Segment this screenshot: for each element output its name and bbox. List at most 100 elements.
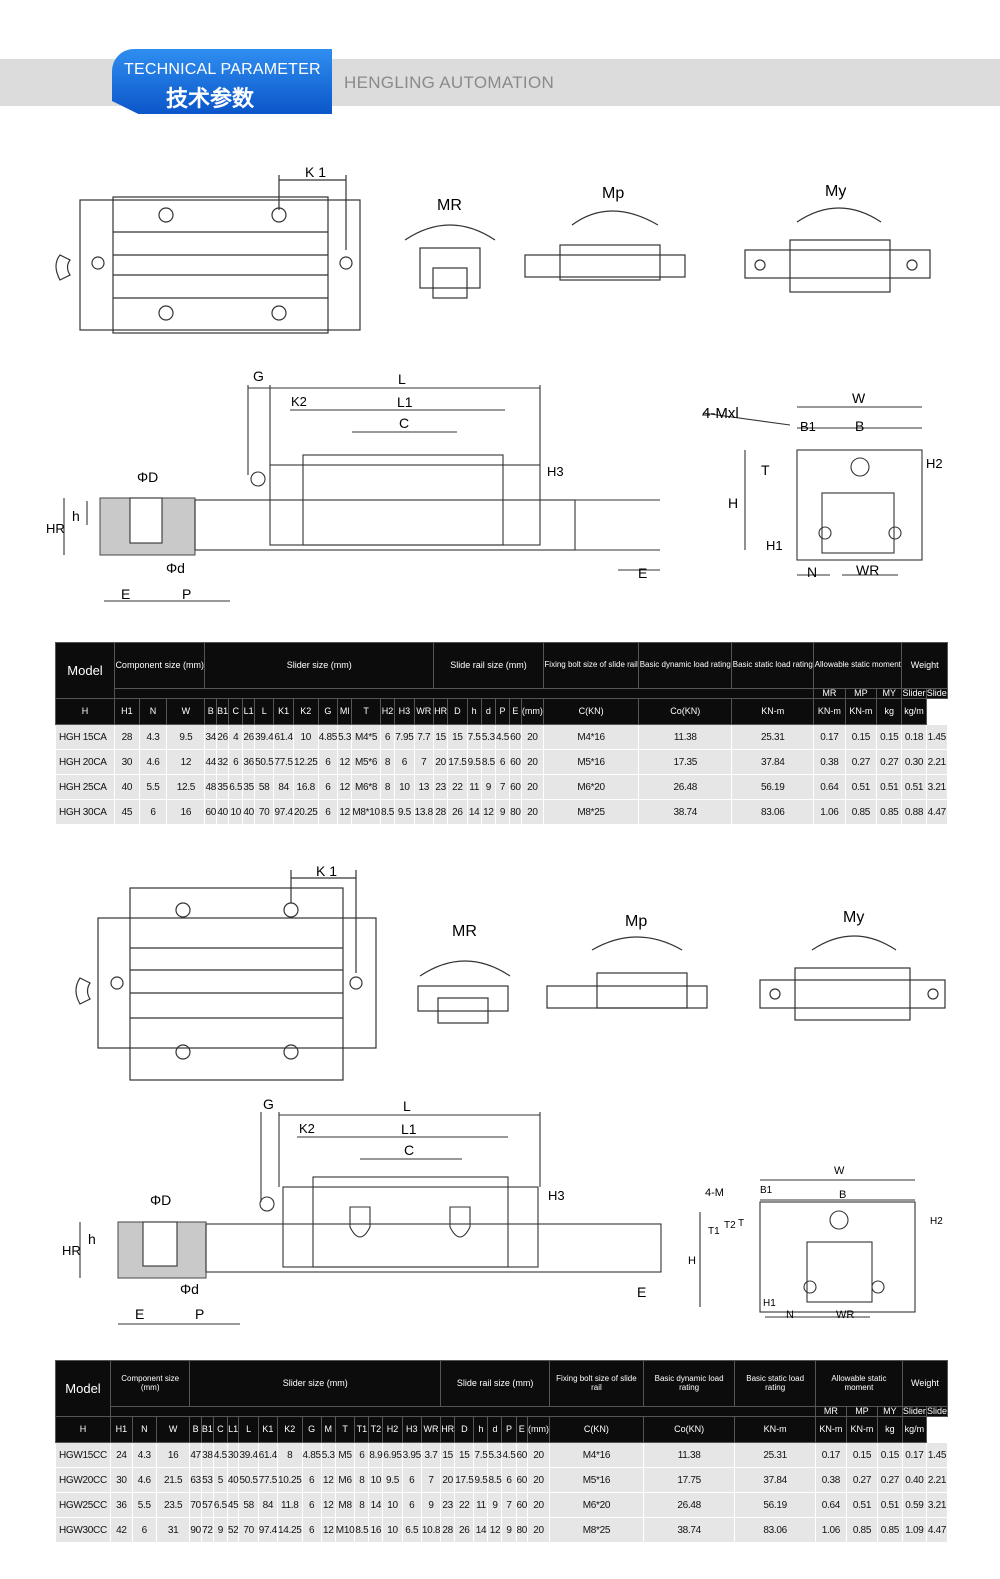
table-cell: 0.27 [844, 749, 878, 776]
table-cell: 1.06 [813, 799, 846, 826]
table-cell: 4.5 [501, 1442, 517, 1469]
table-cell: 12 [320, 1467, 336, 1494]
table1-col-header: H3 [394, 698, 415, 726]
table-cell: 7.5 [473, 1442, 489, 1469]
dim-c-2: C [404, 1142, 414, 1158]
table-cell: 28 [440, 1517, 456, 1544]
table-cell: 9.5 [394, 799, 415, 826]
table-cell: M8*25 [549, 1517, 644, 1544]
table-cell: 15 [447, 724, 468, 751]
dim-n-2: N [786, 1309, 794, 1321]
table-cell: M5*6 [351, 749, 381, 776]
table1-col-header: kg/m [901, 698, 927, 726]
table-cell: 5 [212, 1467, 228, 1494]
table2-col-header: M [320, 1416, 336, 1444]
table-cell: 13 [413, 774, 435, 801]
table1-sub-slider: Slider [901, 687, 927, 700]
table1-col-header: B [204, 698, 218, 726]
table1-group-dynamic: Basic dynamic load rating [638, 642, 733, 689]
dim-w: W [852, 390, 866, 406]
table-cell: 80 [509, 799, 522, 826]
table1-sub-mp: MP [844, 687, 878, 700]
table-cell: 6 [301, 1467, 322, 1494]
table2-col-header: C [212, 1416, 228, 1444]
table-cell: 0.18 [901, 724, 927, 751]
table-cell: M8 [334, 1492, 356, 1519]
table1-model-header: Model [55, 641, 115, 700]
dim-h2-2: H2 [930, 1216, 943, 1227]
dim-l1: L1 [397, 394, 413, 410]
table2-col-header: K1 [257, 1416, 278, 1444]
table1-group-static: Basic static load rating [731, 642, 815, 689]
table-cell: 40 [216, 799, 230, 826]
table-cell: 6 [379, 724, 396, 751]
table-cell: M6*8 [351, 774, 381, 801]
dim-g: G [253, 368, 264, 384]
dim-b1: B1 [800, 419, 816, 434]
table1-group-bolt: Fixing bolt size of slide rail [542, 642, 640, 689]
table-cell: 61.4 [273, 724, 294, 751]
table-cell: 26 [454, 1517, 475, 1544]
table-cell: 10 [382, 1492, 403, 1519]
table-cell: 30 [110, 1467, 133, 1494]
table-cell: 8.5 [487, 1467, 503, 1494]
table-cell: 3.21 [925, 1492, 949, 1519]
table-cell: 7.95 [394, 724, 415, 751]
table-cell: 15 [433, 724, 449, 751]
table-cell: 12 [337, 774, 353, 801]
table-cell: 12 [166, 749, 206, 776]
table1-col-header: L [253, 698, 275, 726]
table-cell: 5.3 [320, 1442, 336, 1469]
table-cell: 6.5 [228, 774, 244, 801]
dim-l1-2: L1 [401, 1121, 417, 1137]
table2-col-header: N [131, 1416, 157, 1444]
table-cell: 15 [454, 1442, 475, 1469]
table-cell: 26.48 [638, 774, 733, 801]
table-cell: 45 [226, 1492, 240, 1519]
table1-col-header: HR [433, 698, 449, 726]
table-cell: 40 [226, 1467, 240, 1494]
dim-e-rail-2: E [637, 1284, 646, 1300]
dim-l-2: L [403, 1098, 411, 1114]
dim-w-2: W [834, 1165, 845, 1177]
table-cell: 47 [189, 1442, 202, 1469]
table-cell: 5.5 [138, 774, 168, 801]
dim-h3: H3 [547, 464, 564, 479]
table2-col-header: L1 [226, 1416, 240, 1444]
table-cell: 20 [520, 749, 544, 776]
table-cell: 0.27 [876, 749, 903, 776]
dim-H: H [728, 495, 738, 511]
table-cell: M6 [334, 1467, 356, 1494]
table-cell: 7.7 [413, 724, 435, 751]
table1-col-header: kg [876, 698, 903, 726]
table1-col-header: B1 [216, 698, 230, 726]
dim-t-2: T [738, 1218, 744, 1229]
table-cell: 6 [401, 1492, 422, 1519]
dim-hr-2: HR [62, 1243, 81, 1258]
dim-k1-2: K 1 [316, 863, 337, 879]
table-cell: 7 [501, 1492, 517, 1519]
table1-sub-my: MY [876, 687, 903, 700]
table-cell-model: HGW25CC [55, 1492, 111, 1519]
table-cell: 24 [110, 1442, 133, 1469]
table-cell: 0.64 [814, 1492, 847, 1519]
table-cell: 28 [114, 724, 140, 751]
badge-title-en: TECHNICAL PARAMETER [124, 61, 321, 78]
table-cell: 4.3 [138, 724, 168, 751]
table1-col-header: K2 [292, 698, 319, 726]
table-cell: 70 [238, 1517, 259, 1544]
table2-model-header: Model [55, 1359, 111, 1418]
table-cell: 13.8 [413, 799, 435, 826]
table-cell: M8*25 [542, 799, 640, 826]
table-cell: 20.25 [292, 799, 319, 826]
table-cell: 6.5 [212, 1492, 228, 1519]
table-cell: 77.5 [257, 1467, 278, 1494]
table-cell: 9.5 [473, 1467, 489, 1494]
table-cell: 7 [494, 774, 511, 801]
table-cell: 10 [368, 1467, 384, 1494]
label-4-mxl: 4-Mxl [702, 405, 739, 422]
table-cell-model: HGW20CC [55, 1467, 111, 1494]
table-cell: 12 [320, 1517, 336, 1544]
